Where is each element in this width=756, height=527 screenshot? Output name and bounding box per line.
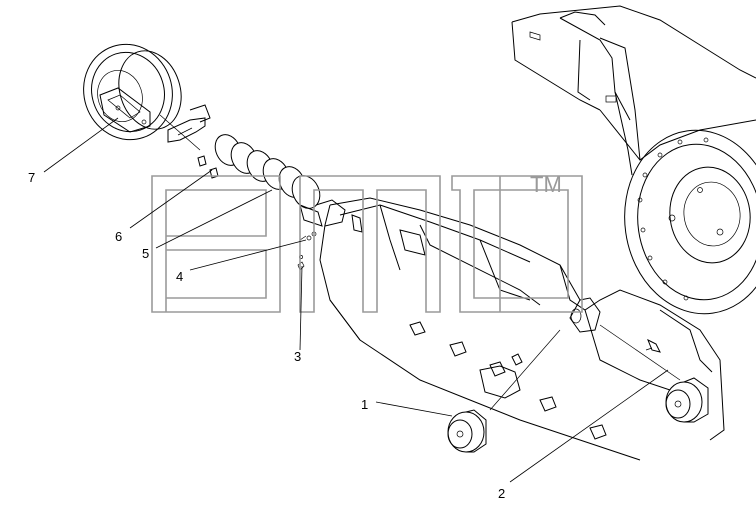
watermark-letter-d [451, 175, 583, 313]
leader-1 [375, 401, 453, 417]
carrier-roller [645, 347, 709, 423]
swing-bearing [624, 129, 756, 315]
leader-5 [155, 189, 273, 249]
callout-1: 1 [361, 397, 368, 412]
idler-wheel [83, 43, 182, 141]
callout-2: 2 [498, 486, 505, 501]
watermark-letter-m [299, 175, 441, 313]
callout-6: 6 [115, 229, 122, 244]
leader-6 [129, 169, 213, 229]
callout-5: 5 [142, 246, 149, 261]
callout-4: 4 [176, 269, 183, 284]
track-roller [447, 409, 487, 453]
leader-4 [189, 239, 307, 271]
leader-3 [299, 265, 303, 351]
leader-lines [43, 117, 669, 483]
track-frame [319, 197, 725, 461]
upper-frame [511, 5, 756, 176]
watermark-tm: TM [530, 172, 562, 197]
watermark: TM [151, 172, 583, 313]
recoil-spring [214, 134, 346, 227]
leader-7 [43, 117, 119, 173]
watermark-letter-e [151, 175, 281, 313]
leader-2 [509, 369, 669, 483]
callout-7: 7 [28, 170, 35, 185]
callout-3: 3 [294, 349, 301, 364]
idler-yoke [167, 104, 211, 143]
callouts: 1 2 3 4 5 6 7 [28, 170, 505, 501]
